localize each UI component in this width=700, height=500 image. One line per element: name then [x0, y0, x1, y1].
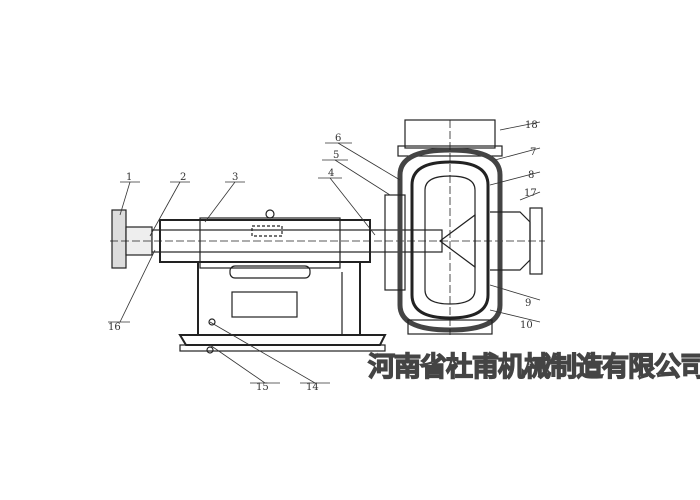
- company-watermark: 河南省杜甫机械制造有限公司: [367, 351, 700, 383]
- pump-casing: [384, 119, 503, 335]
- label-8: 8: [528, 170, 534, 181]
- label-2: 2: [180, 172, 186, 183]
- label-10: 10: [520, 320, 533, 331]
- bearing-housing: [159, 209, 371, 279]
- label-16: 16: [108, 322, 121, 333]
- shaft: [110, 229, 545, 253]
- label-17: 17: [524, 188, 537, 199]
- label-14: 14: [306, 382, 319, 393]
- label-6: 6: [335, 133, 341, 144]
- label-18: 18: [525, 120, 538, 131]
- label-15: 15: [256, 382, 269, 393]
- label-7: 7: [530, 147, 536, 158]
- suction-nozzle: [490, 207, 543, 275]
- label-1: 1: [126, 172, 132, 183]
- label-4: 4: [328, 168, 334, 179]
- label-3: 3: [232, 172, 238, 183]
- label-5: 5: [333, 150, 339, 161]
- frame: [178, 262, 387, 354]
- coupling: [111, 209, 153, 269]
- label-9: 9: [525, 298, 531, 309]
